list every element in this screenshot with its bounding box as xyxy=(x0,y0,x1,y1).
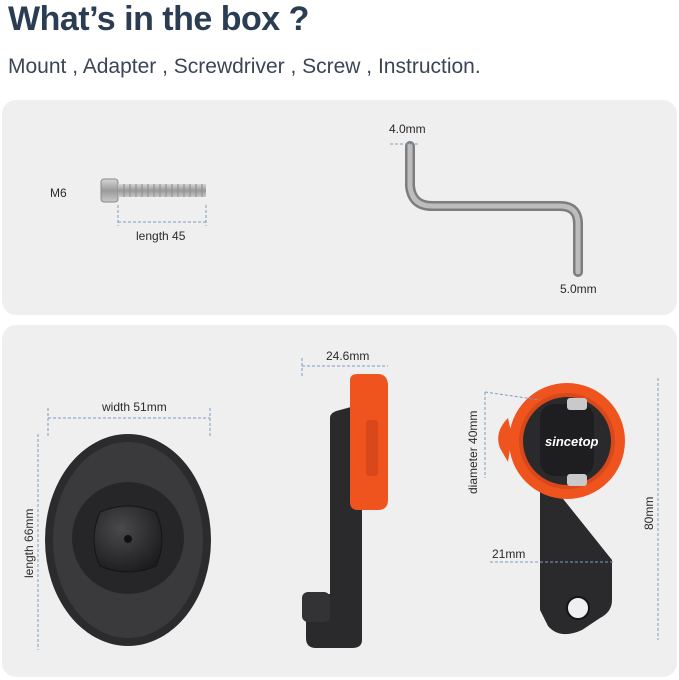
mount-length-label: length 66mm xyxy=(22,508,36,578)
clamp-mount-image xyxy=(498,383,625,635)
screw-thread-label: M6 xyxy=(50,186,67,200)
clamp-dimensions xyxy=(484,378,659,640)
clamp-height-label: 80mm xyxy=(642,496,656,530)
hex-key-image xyxy=(405,141,583,277)
round-mount-image xyxy=(45,434,211,646)
adapter-dimension xyxy=(301,358,388,376)
page-title: What’s in the box ? xyxy=(8,0,309,38)
clamp-arm-label: 21mm xyxy=(492,547,526,561)
screw-length-label: length 45 xyxy=(136,229,186,243)
mount-width-label: width 51mm xyxy=(102,400,167,414)
clamp-diameter-label: diameter 40mm xyxy=(466,410,480,494)
adapter-thickness-label: 24.6mm xyxy=(326,349,370,363)
screw-length-dimension xyxy=(117,205,207,226)
hex-key-short-label: 4.0mm xyxy=(389,122,426,136)
mount-dimensions xyxy=(37,408,211,650)
hex-key-long-label: 5.0mm xyxy=(560,282,597,296)
adapter-image xyxy=(302,374,388,648)
clamp-brand-logo: sincetop xyxy=(545,434,599,449)
page-subtitle: Mount , Adapter , Screwdriver , Screw , … xyxy=(8,55,481,78)
screw-image xyxy=(100,178,206,203)
